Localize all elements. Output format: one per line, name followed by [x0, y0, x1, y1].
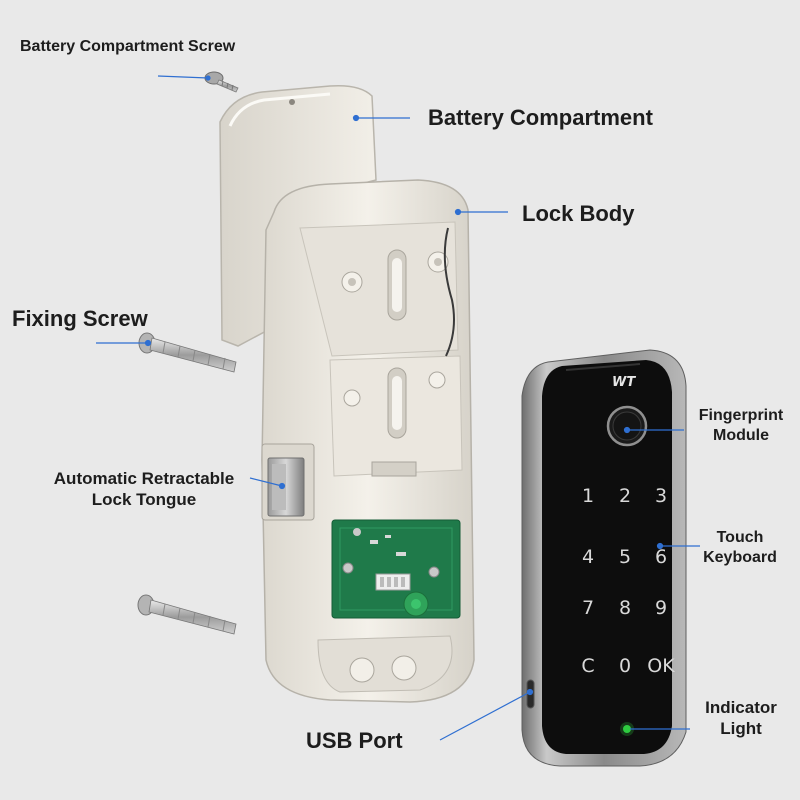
indicator-light — [623, 725, 631, 733]
key-1: 1 — [582, 485, 594, 507]
lock-body — [261, 179, 475, 703]
label-fingerprint-module: Fingerprint Module — [686, 406, 796, 446]
label-fingerprint-line1: Fingerprint — [698, 407, 784, 424]
key-9: 9 — [655, 597, 667, 619]
key-8: 8 — [619, 597, 631, 619]
label-indicator-line2: Light — [720, 719, 762, 739]
label-touch-keyboard: Touch Keyboard — [690, 528, 790, 568]
label-fixing-screw: Fixing Screw — [12, 306, 148, 331]
key-3: 3 — [655, 485, 667, 507]
label-indicator-line1: Indicator — [705, 698, 777, 717]
leader-usb-port — [439, 691, 531, 741]
label-usb-port: USB Port — [306, 728, 403, 753]
fixing-screw-lower — [137, 594, 237, 635]
label-indicator-light: Indicator Light — [688, 697, 794, 740]
label-battery-compartment: Battery Compartment — [428, 105, 653, 130]
keypad-unit: WT 1 2 3 4 5 6 7 8 9C 0 OK — [521, 349, 687, 767]
key-c: C — [581, 655, 594, 677]
key-0: 0 — [619, 655, 631, 677]
label-lock-body: Lock Body — [522, 201, 635, 226]
label-battery-compartment-screw: Battery Compartment Screw — [20, 38, 236, 55]
key-7: 7 — [582, 597, 594, 619]
label-touch-line2: Keyboard — [703, 549, 777, 566]
lock-tongue — [261, 443, 315, 521]
label-lock-tongue-line2: Lock Tongue — [91, 490, 197, 510]
keypad-keys: 1 2 3 4 5 6 7 8 9C 0 OK — [581, 485, 675, 677]
key-6: 6 — [655, 546, 667, 568]
label-touch-line1: Touch — [716, 529, 764, 546]
circuit-board — [331, 519, 461, 619]
leader-lock-tongue — [249, 477, 283, 487]
key-5: 5 — [619, 546, 631, 568]
battery-compartment-screw — [204, 71, 239, 93]
label-lock-tongue-line1: Automatic Retractable — [53, 469, 235, 488]
label-fingerprint-line2: Module — [713, 427, 769, 444]
leader-battery-screw — [157, 75, 209, 79]
key-ok: OK — [647, 655, 675, 677]
key-2: 2 — [619, 485, 631, 507]
brand-logo: WT — [612, 375, 636, 390]
leader-lines — [96, 75, 700, 741]
key-4: 4 — [582, 546, 594, 568]
label-lock-tongue: Automatic Retractable Lock Tongue — [34, 468, 254, 511]
fingerprint-sensor — [606, 405, 648, 447]
